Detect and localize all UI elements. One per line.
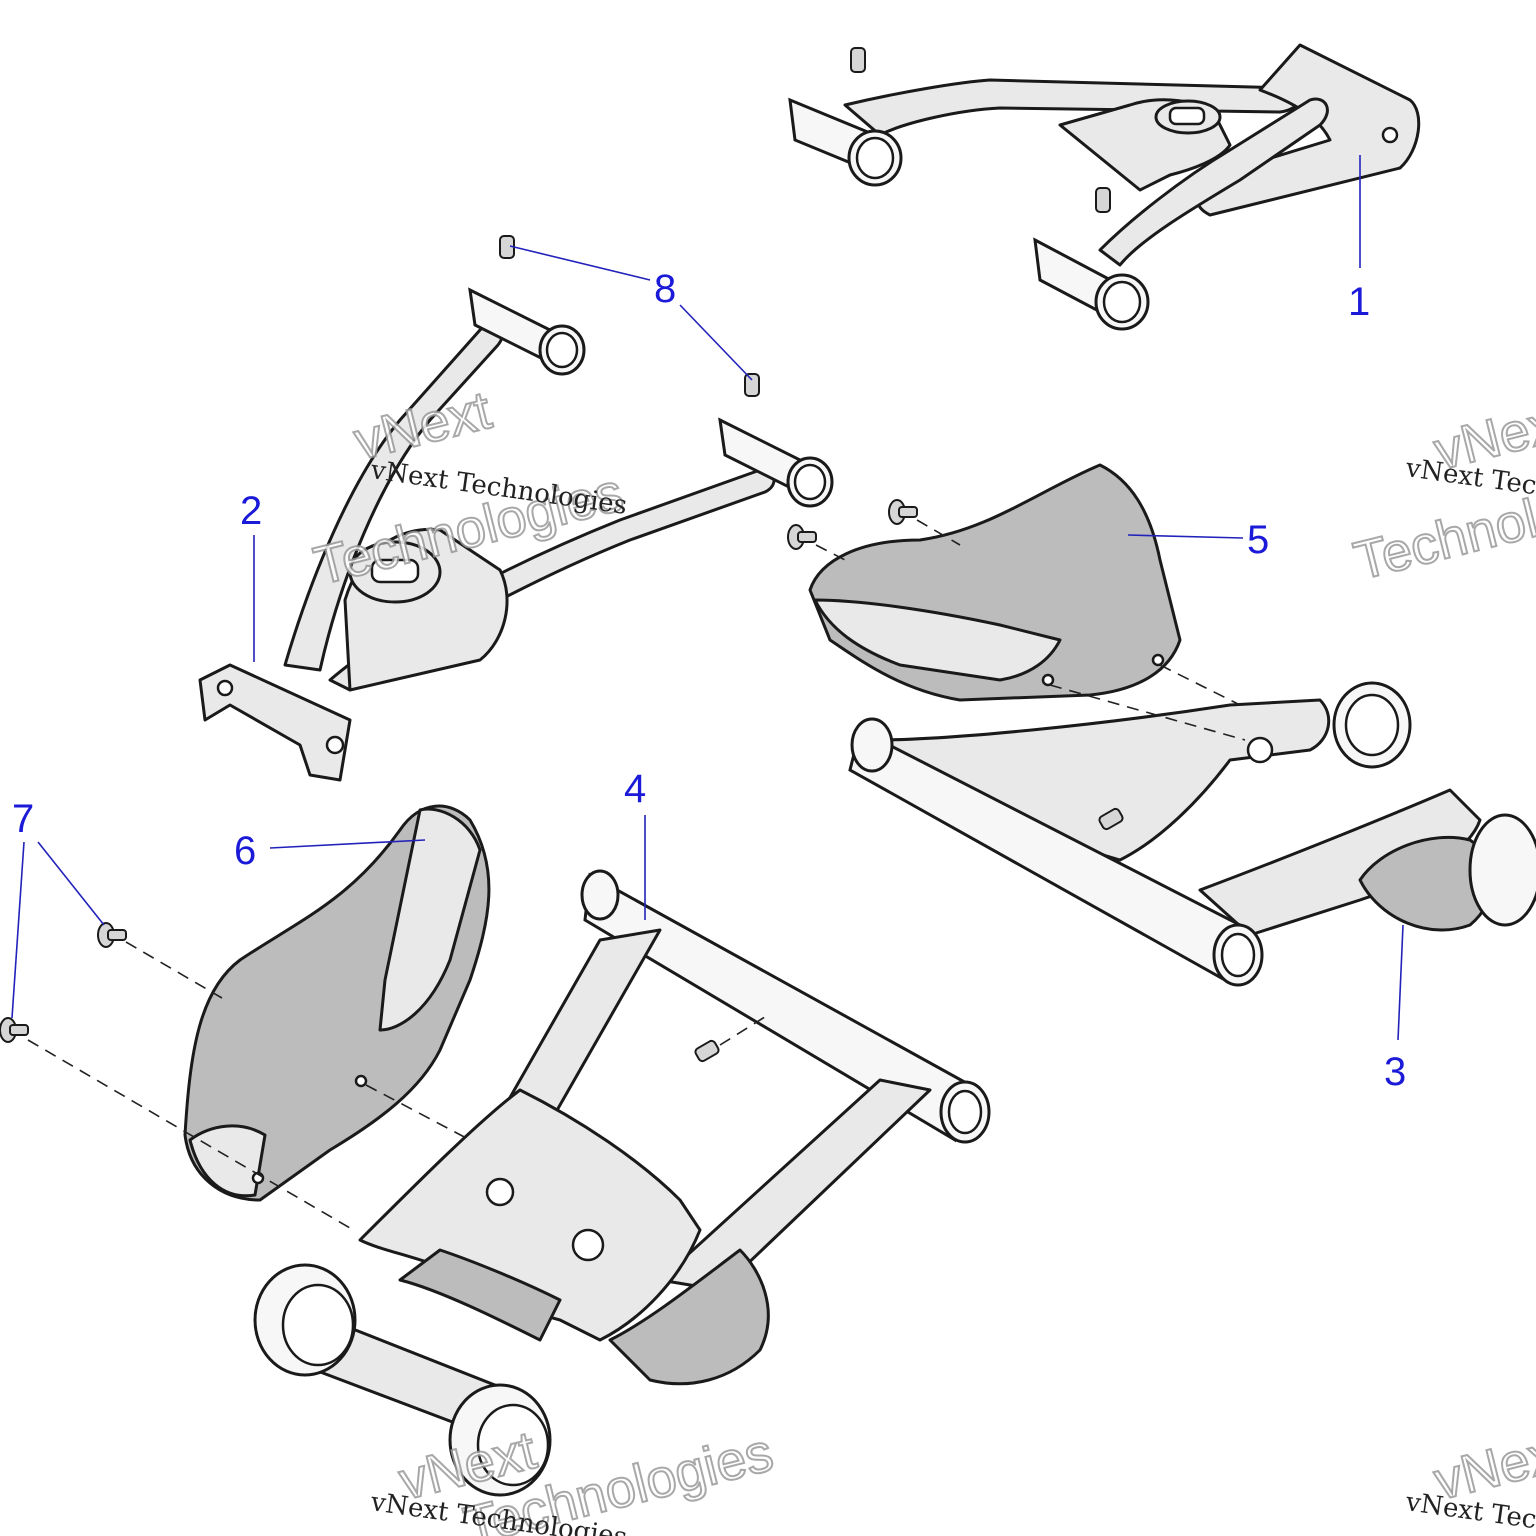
grease-fitting-icon xyxy=(850,47,866,73)
callout-1: 1 xyxy=(1348,280,1370,324)
callout-4: 4 xyxy=(624,767,646,811)
part-7-bolt-lower xyxy=(0,1017,29,1043)
watermark-bottom-center: vNext Technologies vNext Technologies xyxy=(368,1419,780,1536)
leader-lines xyxy=(11,155,1404,1041)
callout-3: 3 xyxy=(1384,1050,1406,1094)
callout-6: 6 xyxy=(234,829,256,873)
part-1-tube-rear xyxy=(1033,237,1150,331)
part-3-tube-long xyxy=(848,717,1264,987)
callout-5: 5 xyxy=(1247,518,1269,562)
callout-7: 7 xyxy=(12,797,34,841)
grease-fitting-icon xyxy=(744,373,760,397)
part-7-bolt-upper xyxy=(97,922,127,948)
part-3-tube-top xyxy=(1332,681,1412,769)
part-4-tube-left xyxy=(253,1263,357,1377)
grease-fitting-icon xyxy=(1095,187,1111,213)
part-5-bolt-upper xyxy=(888,499,918,525)
assembly-lines xyxy=(27,519,1246,1229)
grease-fitting-icon xyxy=(694,1039,720,1063)
part-4-tube-long xyxy=(580,869,991,1144)
part-4-lower-control-arm xyxy=(253,869,991,1497)
grease-fitting-icon xyxy=(1098,807,1124,831)
part-4-tube-right xyxy=(448,1383,552,1497)
part-6-guard xyxy=(183,804,491,1202)
part-5-guard xyxy=(808,463,1182,702)
watermark-right: vNext Technologies vNext Technologies xyxy=(1347,389,1536,593)
watermark-bottom-right: vNext vNext Technologies xyxy=(1403,1419,1536,1536)
part-2-tube-right xyxy=(718,417,834,508)
part-2-tube-top xyxy=(468,287,586,376)
callout-8: 8 xyxy=(654,267,676,311)
callout-2: 2 xyxy=(240,489,262,533)
part-3-lower-control-arm xyxy=(848,681,1536,987)
part-1-upper-control-arm xyxy=(788,43,1421,331)
part-2-upper-control-arm xyxy=(198,235,834,782)
part-1-tube-front xyxy=(788,97,903,187)
part-5-bolt-lower xyxy=(787,524,817,550)
